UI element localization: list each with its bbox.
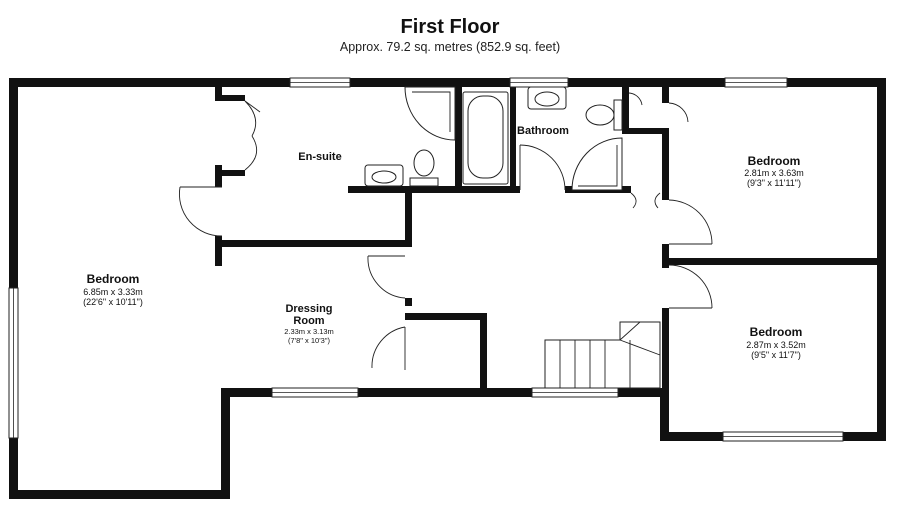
bathroom-name: Bathroom bbox=[517, 125, 569, 137]
room-labels: Bedroom 6.85m x 3.33m (22'6" x 10'11") E… bbox=[83, 125, 806, 360]
bedroom-upper-right-name: Bedroom bbox=[748, 154, 801, 168]
staircase bbox=[544, 321, 661, 389]
bedroom-main-name: Bedroom bbox=[87, 272, 140, 286]
dressing-name-line2: Room bbox=[293, 315, 324, 327]
dressing-imperial: (7'8" x 10'3") bbox=[288, 336, 330, 345]
bedroom-main-metric: 6.85m x 3.33m bbox=[83, 287, 143, 297]
ensuite-toilet bbox=[409, 177, 439, 187]
bedroom-upper-right-imperial: (9'3" x 11'11") bbox=[747, 178, 801, 188]
bathroom-toilet bbox=[613, 99, 623, 131]
bedroom-lower-right-imperial: (9'5" x 11'7") bbox=[751, 350, 801, 360]
bedroom-lower-right-name: Bedroom bbox=[750, 325, 803, 339]
floor-area-subtitle: Approx. 79.2 sq. metres (852.9 sq. feet) bbox=[339, 40, 561, 54]
fixtures bbox=[364, 86, 661, 389]
interior-walls bbox=[215, 87, 886, 398]
doors bbox=[178, 92, 713, 370]
ensuite-shower bbox=[404, 86, 456, 141]
windows bbox=[8, 77, 844, 442]
bedroom-main-imperial: (22'6" x 10'11") bbox=[83, 297, 143, 307]
ensuite-name: En-suite bbox=[298, 151, 341, 163]
dressing-name-line1: Dressing bbox=[285, 303, 332, 315]
dressing-metric: 2.33m x 3.13m bbox=[284, 327, 334, 336]
bedroom-upper-right-metric: 2.81m x 3.63m bbox=[744, 168, 804, 178]
floor-title: First Floor bbox=[400, 16, 500, 38]
bedroom-lower-right-metric: 2.87m x 3.52m bbox=[746, 340, 806, 350]
bathroom-shower bbox=[571, 137, 623, 191]
